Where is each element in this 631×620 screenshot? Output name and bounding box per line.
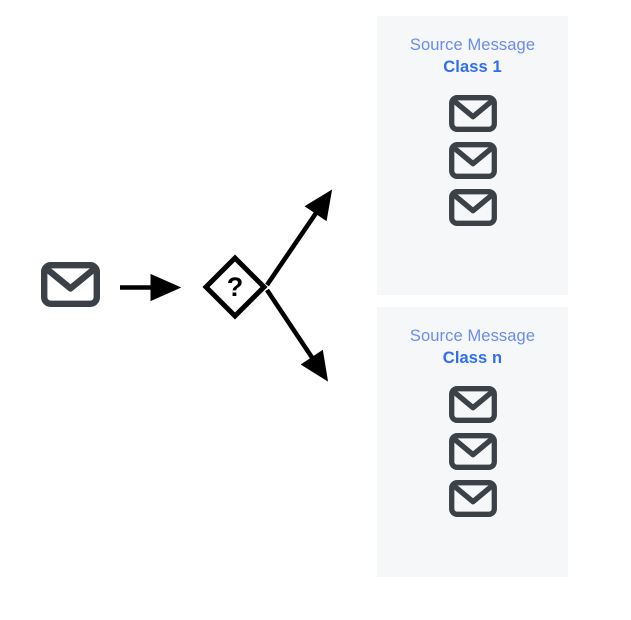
envelope-icon bbox=[448, 188, 497, 226]
panel-class-label: Class 1 bbox=[443, 58, 502, 77]
class-panel-class-1: Source Message Class 1 bbox=[377, 16, 568, 295]
class-panel-class-n: Source Message Class n bbox=[377, 307, 568, 577]
decision-diamond-question-icon: ? bbox=[200, 252, 270, 322]
envelope-icon bbox=[448, 94, 497, 132]
panel-heading: Source Message Class 1 bbox=[377, 16, 568, 79]
envelope-icon bbox=[448, 432, 497, 470]
panel-heading: Source Message Class n bbox=[377, 307, 568, 370]
question-mark-glyph: ? bbox=[227, 272, 244, 302]
panel-class-label: Class n bbox=[442, 349, 503, 368]
message-list bbox=[377, 94, 568, 226]
panel-title: Source Message bbox=[409, 36, 536, 54]
envelope-icon bbox=[448, 479, 497, 517]
arrow-decision-to-class-1 bbox=[265, 189, 333, 287]
arrow-decision-to-class-n bbox=[265, 288, 329, 382]
envelope-icon bbox=[448, 385, 497, 423]
message-list bbox=[377, 385, 568, 517]
source-envelope-icon bbox=[41, 262, 100, 307]
panel-title: Source Message bbox=[409, 327, 536, 345]
envelope-icon bbox=[448, 141, 497, 179]
